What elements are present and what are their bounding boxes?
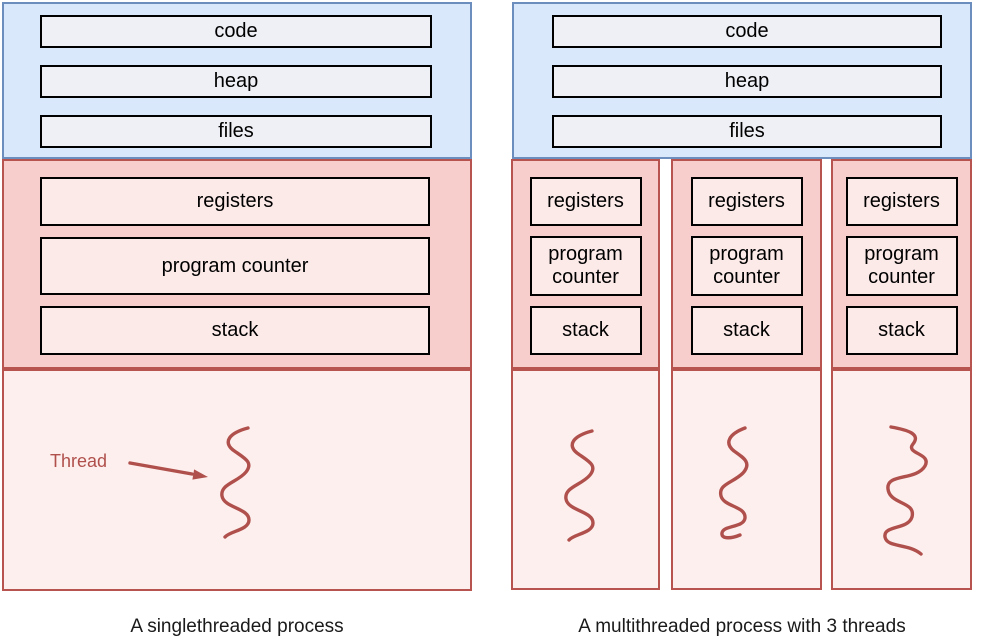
thread1-area-section xyxy=(511,369,660,590)
thread1-stack-box: stack xyxy=(529,306,642,355)
thread1-program-counter-box: program counter xyxy=(529,236,642,296)
right-shared-resources-section: code heap files xyxy=(512,2,972,159)
right-files-box: files xyxy=(552,115,942,148)
thread2-state-section: registers program counter stack xyxy=(671,159,822,369)
right-heap-box: heap xyxy=(552,65,942,98)
left-registers-box: registers xyxy=(40,177,430,226)
left-thread-state-section: registers program counter stack xyxy=(2,159,472,369)
thread3-registers-box: registers xyxy=(845,177,958,226)
left-code-box: code xyxy=(40,15,432,48)
left-files-box: files xyxy=(40,115,432,148)
thread1-state-section: registers program counter stack xyxy=(511,159,660,369)
thread3-squiggle-icon xyxy=(883,425,928,556)
left-thread-area-section: Thread xyxy=(2,369,472,591)
left-program-counter-box: program counter xyxy=(40,237,430,295)
thread2-registers-box: registers xyxy=(690,177,803,226)
thread2-stack-box: stack xyxy=(690,306,803,355)
left-stack-box: stack xyxy=(40,306,430,355)
thread3-area-section xyxy=(831,369,972,590)
left-caption: A singlethreaded process xyxy=(130,616,344,637)
left-heap-box: heap xyxy=(40,65,432,98)
right-caption: A multithreaded process with 3 threads xyxy=(578,616,906,637)
thread-arrow-icon xyxy=(128,461,208,480)
thread2-program-counter-box: program counter xyxy=(690,236,803,296)
thread3-program-counter-box: program counter xyxy=(845,236,958,296)
thread3-state-section: registers program counter stack xyxy=(831,159,972,369)
thread-squiggle-icon xyxy=(220,426,251,539)
thread-label: Thread xyxy=(50,451,108,471)
thread2-area-section xyxy=(671,369,822,590)
right-code-box: code xyxy=(552,15,942,48)
thread1-registers-box: registers xyxy=(529,177,642,226)
left-shared-resources-section: code heap files xyxy=(2,2,472,159)
thread3-stack-box: stack xyxy=(845,306,958,355)
thread1-squiggle-icon xyxy=(564,429,595,542)
thread2-squiggle-icon xyxy=(718,426,749,540)
